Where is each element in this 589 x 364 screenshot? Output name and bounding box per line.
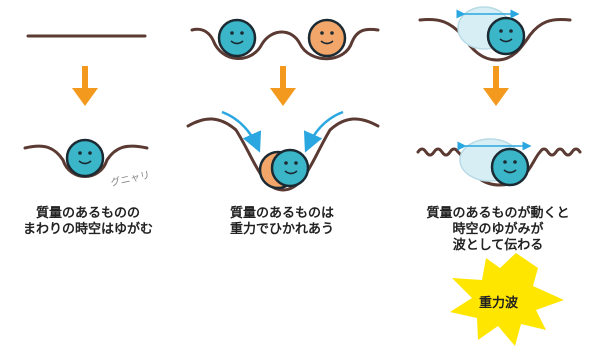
blue-ball-merged xyxy=(270,148,310,188)
panel-1-caption: 質量のあるものの まわりの時空はゆがむ xyxy=(18,206,158,238)
panel-3-caption: 質量のあるものが動くと 時空のゆがみが 波として伝わる xyxy=(418,206,578,254)
panel-1-caption-line-2: まわりの時空はゆがむ xyxy=(22,222,153,237)
moving-dent-line xyxy=(418,18,572,62)
wavy-spacetime-line xyxy=(416,147,582,187)
blue-ball-2 xyxy=(217,18,257,58)
panel-2-caption-line-2: 重力でひかれあう xyxy=(229,222,334,237)
panel-2 xyxy=(186,18,380,192)
panel-2-caption-line-1: 質量のあるものは xyxy=(229,206,334,221)
panel-3 xyxy=(416,6,582,346)
panel-3-caption-line-2: 時空のゆがみが xyxy=(452,222,544,237)
panel-2-caption: 質量のあるものは 重力でひかれあう xyxy=(212,206,352,238)
panel-3-caption-line-3: 波として伝わる xyxy=(452,238,544,253)
ghost-ball-trail-1 xyxy=(456,6,526,56)
attraction-arrow-left xyxy=(221,110,262,153)
down-arrow-3 xyxy=(483,66,509,106)
ghost-ball-trail-2 xyxy=(457,138,532,187)
attraction-arrow-right xyxy=(303,110,344,153)
deep-well-line xyxy=(186,117,380,192)
orange-ball-2 xyxy=(307,18,347,58)
panel-1-caption-line-1: 質量のあるものの xyxy=(35,206,140,221)
burst-label: 重力波 xyxy=(479,296,519,311)
panel-3-caption-line-1: 質量のあるものが動くと xyxy=(426,206,570,221)
gravitational-wave-burst xyxy=(450,253,564,346)
down-arrow-1 xyxy=(72,66,98,106)
down-arrow-2 xyxy=(270,66,296,106)
blue-ball-1 xyxy=(65,138,105,178)
double-dent-line xyxy=(190,27,380,61)
panel-1 xyxy=(23,34,149,178)
